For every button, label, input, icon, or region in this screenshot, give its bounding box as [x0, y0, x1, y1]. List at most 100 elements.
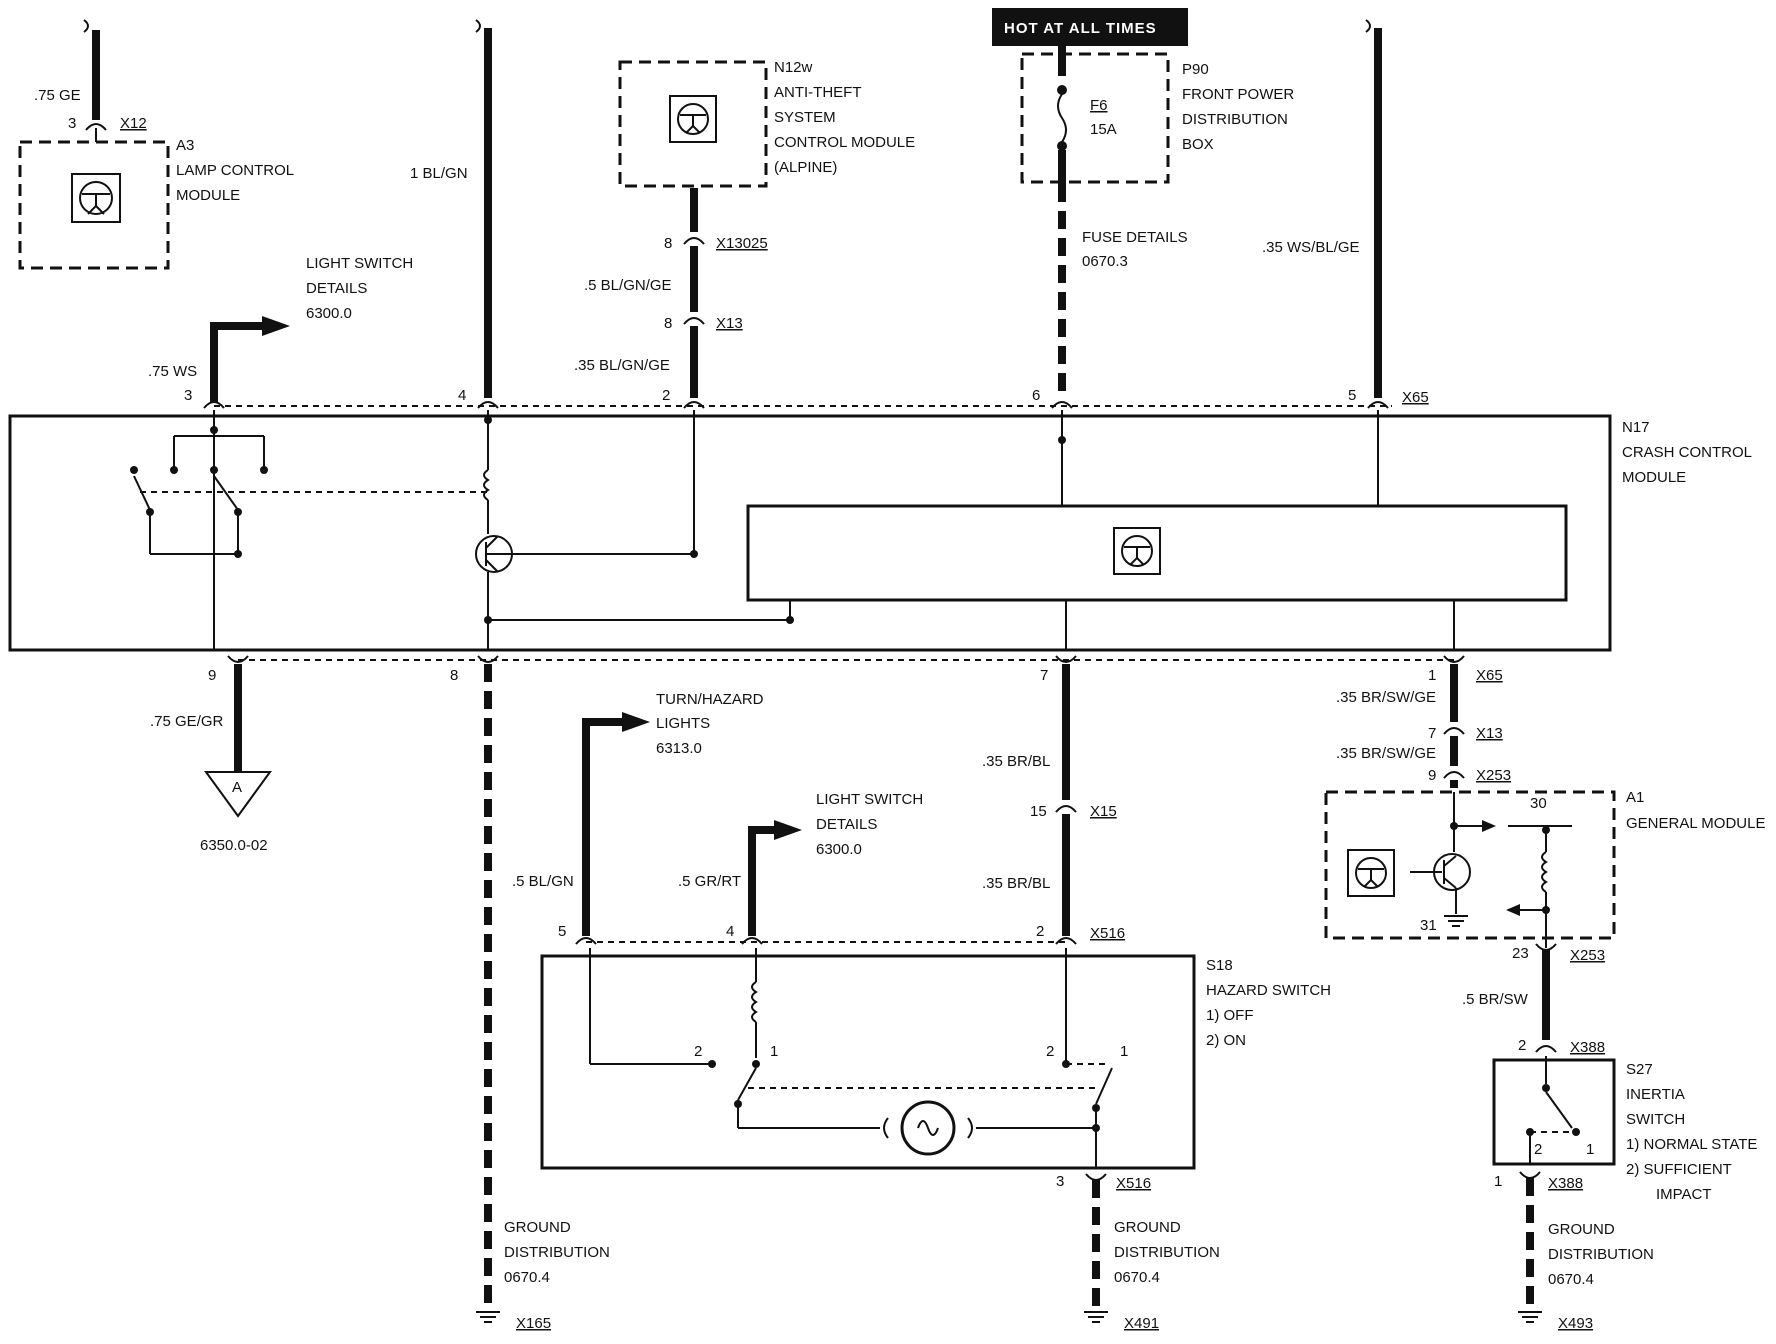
- p90-line1: FRONT POWER: [1182, 86, 1294, 103]
- ground3-conn: X493: [1558, 1315, 1593, 1332]
- s18-bottom-conn: X516: [1116, 1175, 1151, 1192]
- turn-hazard-line1: TURN/HAZARD: [656, 691, 764, 708]
- light-switch-bottom-code: 6300.0: [816, 841, 862, 858]
- s18-contact-b2: 2: [1046, 1043, 1054, 1060]
- a1-general-module: A1 GENERAL MODULE 31 30: [1324, 789, 1765, 948]
- s18-line1: HAZARD SWITCH: [1206, 982, 1331, 999]
- s18-contact-b1: 1: [1120, 1043, 1128, 1060]
- wire-brswge1-pin: 1: [1428, 667, 1436, 684]
- n17-pin-3: 3: [184, 387, 192, 404]
- a1-pin-31: 31: [1420, 917, 1437, 934]
- wire-blgn5-color: .5 BL/GN: [512, 873, 574, 890]
- n17-crash-control-module: N17 CRASH CONTROL MODULE: [8, 410, 1752, 652]
- a1-id: A1: [1626, 789, 1644, 806]
- light-switch-bottom-ref: LIGHT SWITCH DETAILS 6300.0 .5 GR/RT: [678, 791, 923, 936]
- s18-pin-2: 2: [1036, 923, 1044, 940]
- wire-wsblge: .35 WS/BL/GE: [1262, 19, 1382, 398]
- s18-contact-a1: 1: [770, 1043, 778, 1060]
- n17-pin-6: 6: [1032, 387, 1040, 404]
- wire-a3-conn: X12: [120, 115, 147, 132]
- light-switch-bottom-arrow: [774, 820, 802, 840]
- ground3-code: 0670.4: [1548, 1271, 1594, 1288]
- n12w-line4: (ALPINE): [774, 159, 837, 176]
- wire-blgn-color: 1 BL/GN: [410, 165, 468, 182]
- s18-indicator-lamp-icon: [900, 1100, 956, 1156]
- ground2-code: 0670.4: [1114, 1269, 1160, 1286]
- s18-top-connector: 5 4 2 X516: [558, 923, 1125, 945]
- ground-ref-a-triangle: [204, 771, 272, 818]
- n12w-low-color: .35 BL/GN/GE: [574, 357, 670, 374]
- light-switch-top-line1: LIGHT SWITCH: [306, 255, 413, 272]
- a3-id: A3: [176, 137, 194, 154]
- p90-line3: BOX: [1182, 136, 1214, 153]
- a1-module-icon: [1347, 849, 1395, 897]
- p90-power-distribution-box: F6 15A P90 FRONT POWER DISTRIBUTION BOX: [1020, 46, 1294, 184]
- s27-line2: SWITCH: [1626, 1111, 1685, 1128]
- light-switch-top-code: 6300.0: [306, 305, 352, 322]
- wire-gegr: .75 GE/GR A 6350.0-02: [150, 664, 272, 854]
- n17-pin-5: 5: [1348, 387, 1356, 404]
- hot-label-text: HOT AT ALL TIMES: [1004, 20, 1157, 37]
- wire-brswge2-pin: 7: [1428, 725, 1436, 742]
- ground2-conn: X491: [1124, 1315, 1159, 1332]
- fuse-details-line1: FUSE DETAILS: [1082, 229, 1188, 246]
- a1-in-conn: X253: [1476, 767, 1511, 784]
- n17-pin-9: 9: [208, 667, 216, 684]
- ground1-line1: GROUND: [504, 1219, 571, 1236]
- wire-brsw: 23 X253 .5 BR/SW 2 X388: [1462, 943, 1605, 1056]
- ground3-line2: DISTRIBUTION: [1548, 1246, 1654, 1263]
- n12w-anti-theft-module: N12w ANTI-THEFT SYSTEM CONTROL MODULE (A…: [618, 59, 915, 188]
- n12w-module-icon: [669, 95, 717, 143]
- light-switch-top-ref: LIGHT SWITCH DETAILS 6300.0 .75 WS: [148, 255, 413, 402]
- ground1-conn: X165: [516, 1315, 551, 1332]
- ground-distribution-1: GROUND DISTRIBUTION 0670.4 X165: [476, 664, 610, 1332]
- s18-id: S18: [1206, 957, 1233, 974]
- ground2-line1: GROUND: [1114, 1219, 1181, 1236]
- s27-bottom-conn: X388: [1548, 1175, 1583, 1192]
- s18-pin-4: 4: [726, 923, 734, 940]
- wire-grrt-color: .5 GR/RT: [678, 873, 741, 890]
- n12w-mid-conn: X13: [716, 315, 743, 332]
- n12w-mid-pin: 8: [664, 315, 672, 332]
- a1-out-conn: X253: [1570, 947, 1605, 964]
- turn-hazard-code: 6313.0: [656, 740, 702, 757]
- s27-contact-1: 1: [1586, 1141, 1594, 1158]
- turn-hazard-line2: LIGHTS: [656, 715, 710, 732]
- ground-ref-a-code: 6350.0-02: [200, 837, 268, 854]
- a1-pin-23: 23: [1512, 945, 1529, 962]
- p90-line2: DISTRIBUTION: [1182, 111, 1288, 128]
- n17-pin-4: 4: [458, 387, 466, 404]
- s27-top-conn: X388: [1570, 1039, 1605, 1056]
- a3-lamp-control-module: A3 LAMP CONTROL MODULE: [18, 137, 294, 270]
- ground3-line1: GROUND: [1548, 1221, 1615, 1238]
- n17-pin-2: 2: [662, 387, 670, 404]
- light-switch-bottom-line1: LIGHT SWITCH: [816, 791, 923, 808]
- fuse-id: F6: [1090, 97, 1108, 114]
- ground-distribution-2: 3 X516 GROUND DISTRIBUTION 0670.4 X491: [1056, 1173, 1220, 1332]
- light-switch-top-line2: DETAILS: [306, 280, 367, 297]
- wire-a3: .75 GE 3 X12: [34, 19, 147, 142]
- s18-hazard-switch: S18 HAZARD SWITCH 1) OFF 2) ON 2 1 2 1: [540, 948, 1331, 1170]
- a3-line1: LAMP CONTROL: [176, 162, 294, 179]
- s18-pin-5: 5: [558, 923, 566, 940]
- s27-contact-2: 2: [1534, 1141, 1542, 1158]
- s18-contact-a2: 2: [694, 1043, 702, 1060]
- n17-top-connector: 3 4 2 6 5 X65: [184, 387, 1429, 409]
- n17-top-conn: X65: [1402, 389, 1429, 406]
- fuse-rating: 15A: [1090, 121, 1117, 138]
- n12w-line2: SYSTEM: [774, 109, 836, 126]
- fuse-f6: [1057, 93, 1067, 143]
- wire-brswge1-color: .35 BR/SW/GE: [1336, 689, 1436, 706]
- turn-hazard-arrow: [622, 712, 650, 732]
- a1-in-pin: 9: [1428, 767, 1436, 784]
- n17-processor-block: [746, 504, 1568, 602]
- wire-n12w: 8 X13025 .5 BL/GN/GE 8 X13 .35 BL/GN/GE: [574, 188, 768, 398]
- wire-gegr-color: .75 GE/GR: [150, 713, 224, 730]
- n12w-line3: CONTROL MODULE: [774, 134, 915, 151]
- s18-top-conn: X516: [1090, 925, 1125, 942]
- s18-pin-3: 3: [1056, 1173, 1064, 1190]
- n17-relay-coil: [483, 469, 490, 501]
- wire-brswge2-conn: X13: [1476, 725, 1503, 742]
- s27-inertia-switch: S27 INERTIA SWITCH 1) NORMAL STATE 2) SU…: [1492, 1056, 1757, 1203]
